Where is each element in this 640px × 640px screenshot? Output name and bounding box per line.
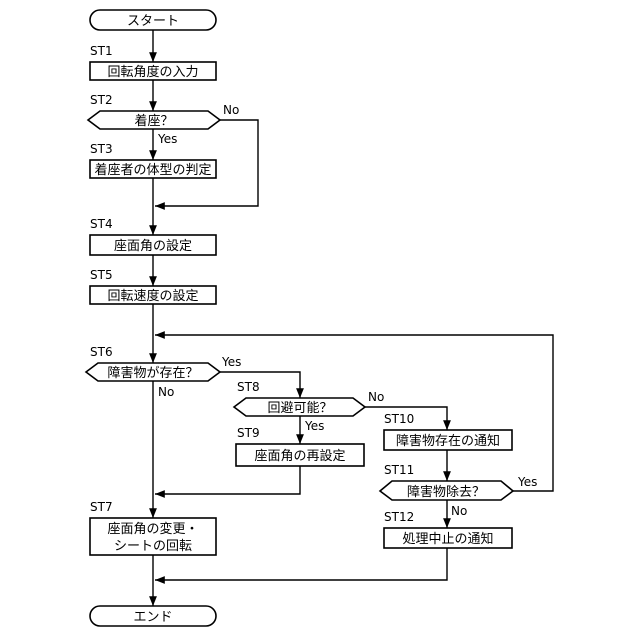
st12-label: 処理中止の通知 [402,531,493,547]
st8-id: ST8 [237,380,260,394]
st8-label: 回避可能？ [267,401,332,416]
st3-id: ST3 [90,142,113,156]
st7-id: ST7 [90,500,113,514]
st9-label: 座面角の再設定 [254,448,345,464]
st8-no-label: No [368,390,384,404]
st10-label: 障害物存在の通知 [396,433,500,449]
st10-id: ST10 [384,412,414,426]
start-label: スタート [127,14,179,29]
end-node: エンド [90,606,216,626]
st9-id: ST9 [237,426,260,440]
st6-yes-label: Yes [221,355,241,369]
st12-id: ST12 [384,510,414,524]
st6-no-label: No [158,385,174,399]
st5-label: 回転速度の設定 [107,288,198,304]
st1-id: ST1 [90,44,113,58]
st6-label: 障害物が存在？ [107,365,198,381]
step-st10: ST10 障害物存在の通知 [384,412,512,450]
st1-label: 回転角度の入力 [107,64,198,80]
st2-no-label: No [223,103,239,117]
start-node: スタート [90,10,216,30]
st2-yes-label: Yes [157,132,177,146]
decision-st2: ST2 着座？ [88,93,220,129]
edge-st6-yes [220,372,300,398]
st3-label: 着座者の体型の判定 [94,162,211,178]
st7-label-line2: シートの回転 [114,539,192,554]
st2-label: 着座？ [134,113,173,129]
st8-yes-label: Yes [304,419,324,433]
st11-no-label: No [451,504,467,518]
step-st12: ST12 処理中止の通知 [384,510,512,548]
st11-yes-label: Yes [517,475,537,489]
st4-id: ST4 [90,217,113,231]
st5-id: ST5 [90,268,113,282]
st6-id: ST6 [90,345,113,359]
st4-label: 座面角の設定 [114,238,192,254]
end-label: エンド [133,610,172,625]
st2-id: ST2 [90,93,113,107]
edge-st9-merge [155,466,300,494]
st7-label-line1: 座面角の変更・ [107,521,198,537]
st11-label: 障害物除去？ [407,484,485,500]
st11-id: ST11 [384,463,414,477]
